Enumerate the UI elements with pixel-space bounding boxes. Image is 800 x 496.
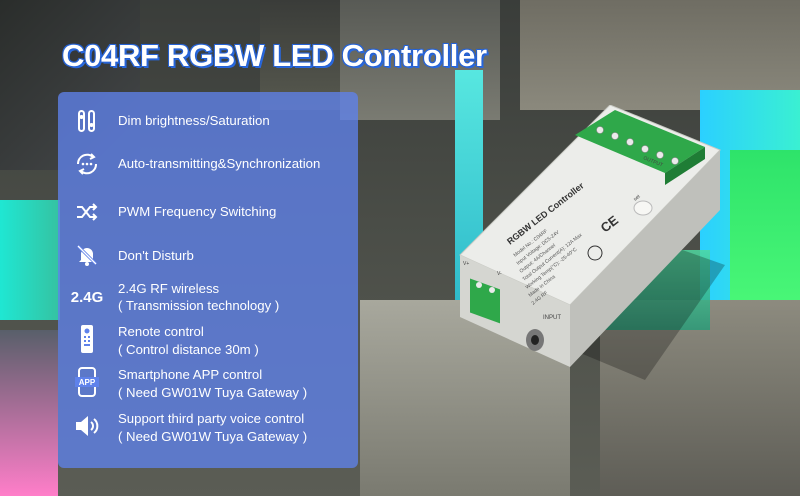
feature-item: Don't Disturb xyxy=(58,240,358,270)
feature-item: Dim brightness/Saturation xyxy=(58,106,358,136)
background-light-block xyxy=(0,330,58,496)
background-light-block xyxy=(0,200,60,320)
input-label: INPUT xyxy=(543,315,561,321)
vminus-label: V- xyxy=(497,271,502,277)
svg-text:APP: APP xyxy=(79,378,96,387)
background-block xyxy=(600,300,800,496)
set-label: set xyxy=(633,193,642,202)
feature-item: Auto-transmitting&Synchronization xyxy=(58,149,358,179)
slider-icon xyxy=(72,106,102,136)
feature-label: PWM Frequency Switching xyxy=(118,204,277,219)
speaker-icon xyxy=(72,411,102,441)
feature-label: Dim brightness/Saturation xyxy=(118,113,270,128)
bell-off-icon xyxy=(72,240,102,270)
shuffle-icon xyxy=(72,197,102,227)
sync-icon xyxy=(72,149,102,179)
page-title: C04RF RGBW LED Controller xyxy=(62,38,487,73)
app-phone-icon: APP xyxy=(72,367,102,397)
remote-icon xyxy=(72,324,102,354)
feature-label: Auto-transmitting&Synchronization xyxy=(118,156,321,171)
feature-label: 2.4G RF wireless xyxy=(118,281,220,296)
output-terminal-block xyxy=(575,110,705,185)
feature-panel: Dim brightness/Saturation Auto-transmitt… xyxy=(58,92,358,468)
feature-item: PWM Frequency Switching xyxy=(58,197,358,227)
feature-label: Smartphone APP control xyxy=(118,367,263,382)
controller-device-image: RGBW LED Controller Model No.: C04RF Inp… xyxy=(459,105,725,380)
feature-sublabel: ( Transmission technology ) xyxy=(118,298,280,313)
feature-item: APP Smartphone APP control ( Need GW01W … xyxy=(58,364,358,400)
vplus-label: V+ xyxy=(463,261,469,267)
rf-24g-icon: 2.4G xyxy=(70,288,104,306)
feature-label: Don't Disturb xyxy=(118,248,194,263)
background-block xyxy=(260,0,350,110)
feature-item: Renote control ( Control distance 30m ) xyxy=(58,321,358,357)
feature-label: Support third party voice control xyxy=(118,411,305,426)
feature-item: 2.4G 2.4G RF wireless ( Transmission tec… xyxy=(58,278,358,314)
feature-sublabel: ( Need GW01W Tuya Gateway ) xyxy=(118,429,308,444)
feature-item: Support third party voice control ( Need… xyxy=(58,408,358,444)
feature-sublabel: ( Control distance 30m ) xyxy=(118,342,259,357)
feature-sublabel: ( Need GW01W Tuya Gateway ) xyxy=(118,385,308,400)
feature-label: Renote control xyxy=(118,324,204,339)
